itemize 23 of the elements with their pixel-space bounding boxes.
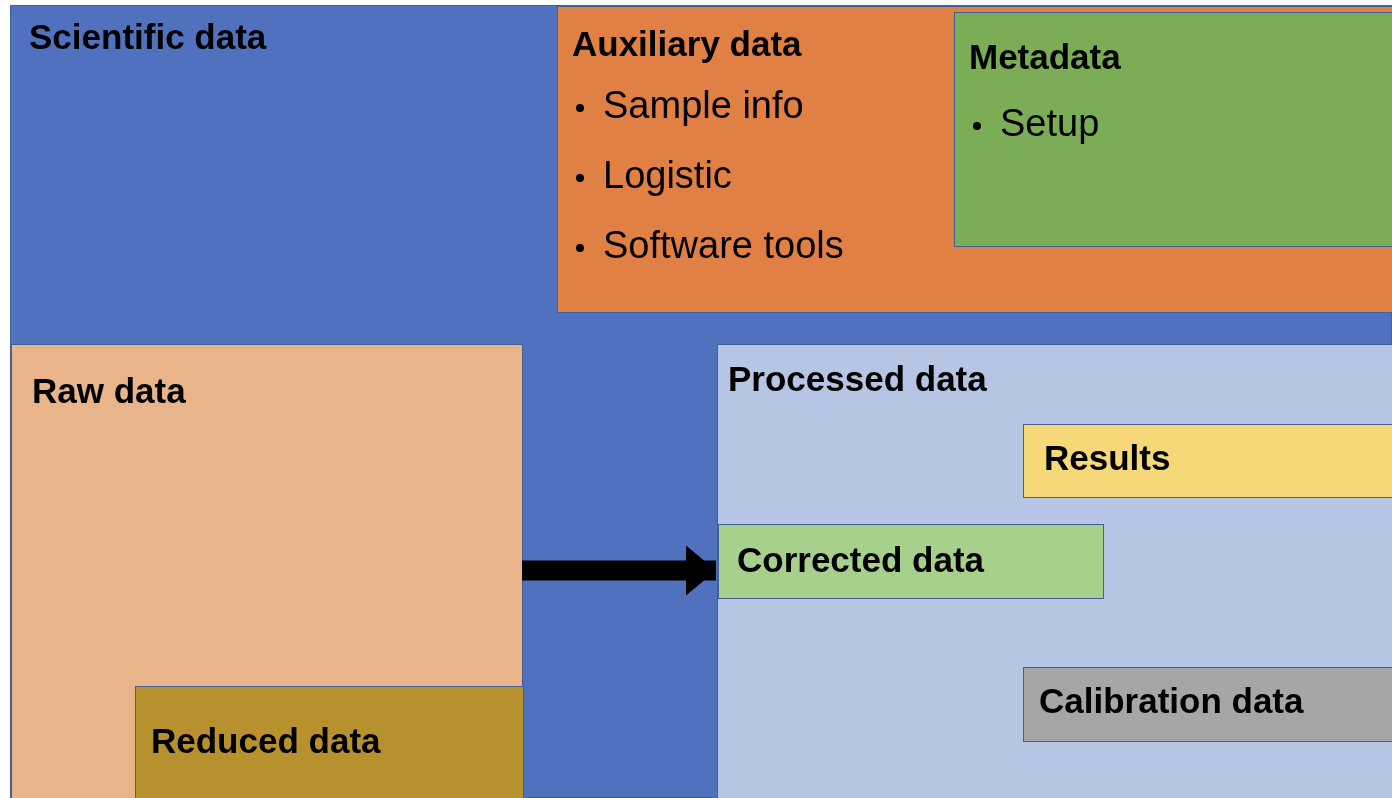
panel-title: Raw data — [32, 372, 186, 411]
category-panel — [1023, 424, 1392, 498]
outer-panel — [10, 5, 1392, 798]
panel-title: Auxiliary data — [572, 25, 802, 64]
category-panel — [954, 12, 1392, 247]
panel-title: Corrected data — [737, 541, 985, 580]
category-panel — [718, 524, 1104, 599]
category-panel — [11, 344, 523, 798]
bullet-item: Logistic — [603, 155, 732, 197]
panel-title: Metadata — [969, 38, 1121, 77]
bullet-item: Setup — [1000, 103, 1100, 145]
category-panel — [717, 344, 1392, 798]
bullet-item: Software tools — [603, 225, 844, 267]
panel-title: Calibration data — [1039, 682, 1304, 721]
panel-title: Scientific data — [29, 18, 267, 57]
panel-title: Processed data — [728, 360, 987, 399]
bullet-item: Sample info — [603, 85, 804, 127]
category-panel — [135, 686, 524, 798]
panel-title: Results — [1044, 439, 1171, 478]
category-panel — [557, 6, 1392, 313]
panel-title: Reduced data — [151, 722, 381, 761]
category-panel — [1023, 667, 1392, 742]
arrow — [522, 545, 716, 596]
